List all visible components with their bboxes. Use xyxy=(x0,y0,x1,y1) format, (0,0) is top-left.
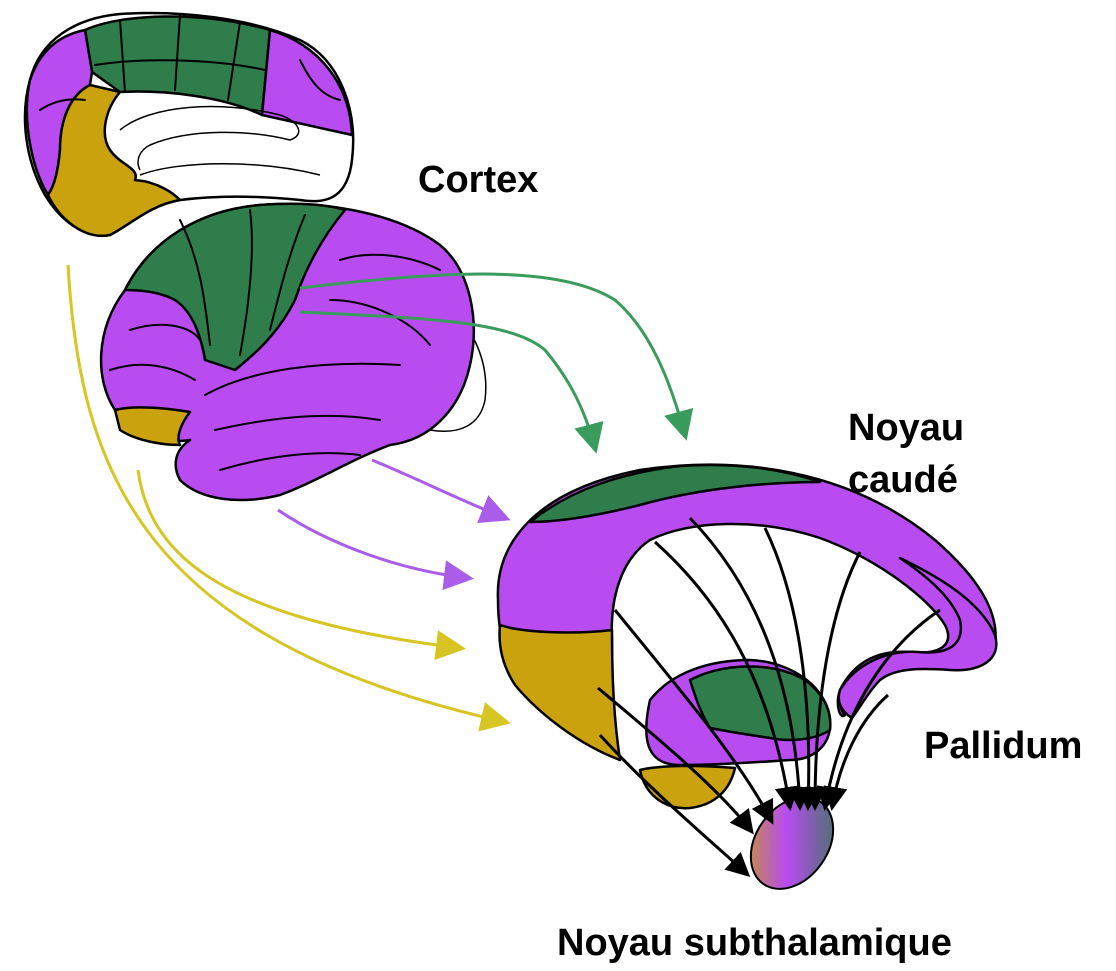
associative-arrow-1 xyxy=(372,460,505,518)
limbic-arrow-1 xyxy=(138,470,460,648)
medial-cortex-view xyxy=(25,13,353,236)
caudate-label-line2: caudé xyxy=(848,459,958,501)
caudate-label-line1: Noyau xyxy=(848,407,964,449)
lateral-limbic-region xyxy=(115,407,190,445)
subthalamic-label: Noyau subthalamique xyxy=(557,922,952,964)
pallidum xyxy=(640,660,830,808)
cortex-label: Cortex xyxy=(418,159,538,201)
lateral-cortex-view xyxy=(101,204,486,500)
associative-arrow-2 xyxy=(278,510,468,578)
pallidum-label: Pallidum xyxy=(924,725,1082,767)
pallidum-limbic-region xyxy=(640,766,735,808)
